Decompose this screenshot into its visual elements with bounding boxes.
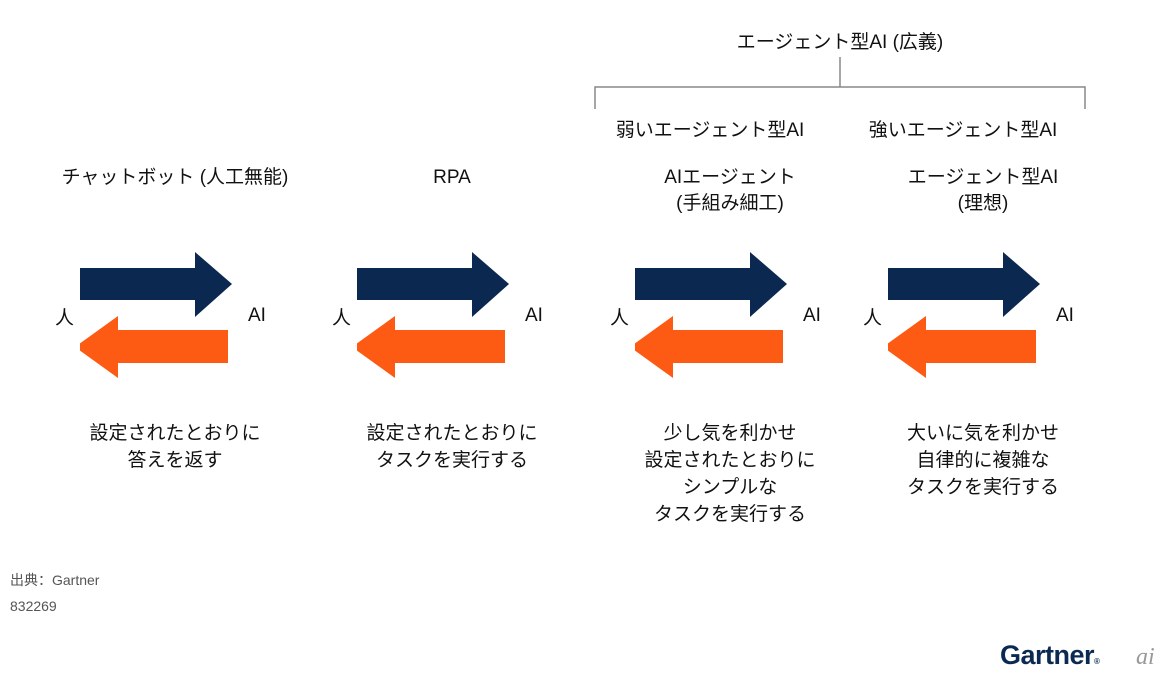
column-description: 設定されたとおりに答えを返す xyxy=(60,420,290,474)
gartner-logo: Gartner® xyxy=(1000,640,1100,670)
source-note: 出典：Gartner xyxy=(10,572,100,588)
exchange-arrows xyxy=(80,252,232,378)
description-line: 設定されたとおりに xyxy=(644,450,816,471)
arrow-left-icon xyxy=(635,316,783,378)
column-4: エージェント型AI (理想) 人 AI 大いに気を利かせ自律的に複雑なタスクを実行する xyxy=(863,0,1098,679)
ai-label: AI xyxy=(803,305,821,326)
column-3: AIエージェント (手組み細工) 人 AI 少し気を利かせ設定されたとおりにシンプルなタ… xyxy=(610,0,845,679)
bracket xyxy=(594,57,1086,109)
arrow-left-icon xyxy=(357,316,505,378)
arrow-right-icon xyxy=(80,252,232,317)
arrow-left-icon xyxy=(80,316,228,378)
title-line: AIエージェント xyxy=(664,167,796,188)
weak-agentic-ai-label: 弱いエージェント型AI xyxy=(615,120,805,141)
strong-agentic-ai-label: 強いエージェント型AI xyxy=(868,120,1058,141)
arrow-right-icon xyxy=(888,252,1040,317)
ai-logo: ai xyxy=(1136,644,1155,670)
figure-id: 832269 xyxy=(10,598,57,614)
column-title: AIエージェント (手組み細工) xyxy=(615,165,845,217)
description-line: 答えを返す xyxy=(127,450,223,471)
title-line: チャットボット (人工無能) xyxy=(61,167,289,188)
description-line: タスクを実行する xyxy=(375,450,528,471)
human-label: 人 xyxy=(332,308,352,329)
exchange-arrows xyxy=(888,252,1040,378)
description-line: シンプルな xyxy=(682,477,778,498)
title-line: (手組み細工) xyxy=(676,193,784,214)
broad-agentic-ai-label: エージェント型AI (広義) xyxy=(736,32,944,53)
column-1: チャットボット (人工無能) 人 AI 設定されたとおりに答えを返す xyxy=(55,0,290,679)
title-line: (理想) xyxy=(957,193,1009,214)
column-description: 少し気を利かせ設定されたとおりにシンプルなタスクを実行する xyxy=(615,420,845,528)
arrow-right-icon xyxy=(357,252,509,317)
column-title: RPA xyxy=(337,165,567,191)
arrow-left-icon xyxy=(888,316,1036,378)
description-line: 自律的に複雑な xyxy=(916,450,1050,471)
ai-label: AI xyxy=(525,305,543,326)
description-line: タスクを実行する xyxy=(653,504,806,525)
column-2: RPA 人 AI 設定されたとおりにタスクを実行する xyxy=(332,0,567,679)
column-title: エージェント型AI (理想) xyxy=(868,165,1098,217)
exchange-arrows xyxy=(357,252,509,378)
human-label: 人 xyxy=(610,308,630,329)
description-line: タスクを実行する xyxy=(906,477,1059,498)
exchange-arrows xyxy=(635,252,787,378)
column-description: 大いに気を利かせ自律的に複雑なタスクを実行する xyxy=(868,420,1098,501)
ai-label: AI xyxy=(1056,305,1074,326)
description-line: 設定されたとおりに xyxy=(366,423,538,444)
title-line: RPA xyxy=(433,167,471,188)
description-line: 少し気を利かせ xyxy=(663,423,797,444)
description-line: 大いに気を利かせ xyxy=(906,423,1059,444)
title-line: エージェント型AI xyxy=(907,167,1059,188)
ai-label: AI xyxy=(248,305,266,326)
column-description: 設定されたとおりにタスクを実行する xyxy=(337,420,567,474)
description-line: 設定されたとおりに xyxy=(89,423,261,444)
human-label: 人 xyxy=(863,308,883,329)
arrow-right-icon xyxy=(635,252,787,317)
human-label: 人 xyxy=(55,308,75,329)
column-title: チャットボット (人工無能) xyxy=(60,165,290,191)
